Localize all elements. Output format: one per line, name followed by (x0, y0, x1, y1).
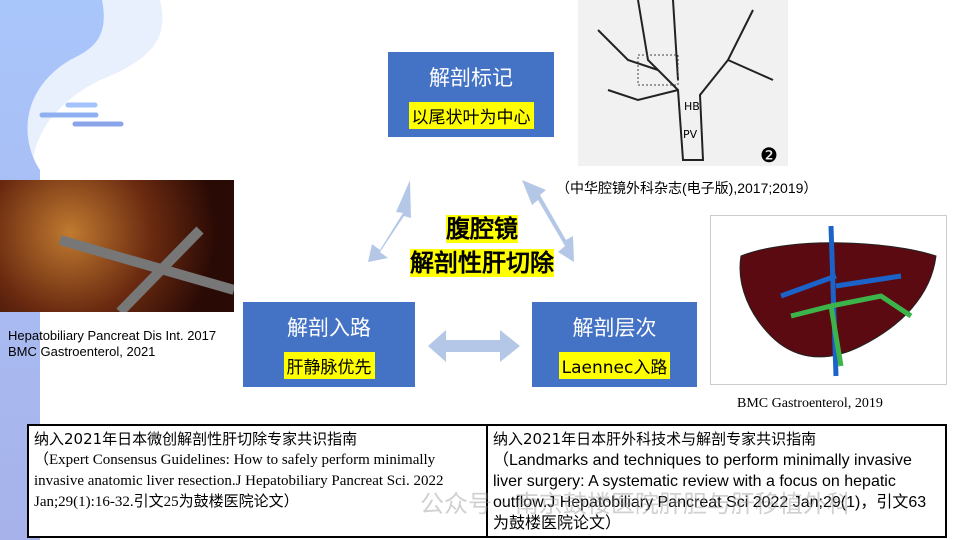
cell-heading: 纳入2021年日本微创解剖性肝切除专家共识指南 (34, 430, 358, 448)
center-line-1: 腹腔镜 (446, 215, 518, 243)
logo-icon (39, 102, 124, 127)
label-pv: PV (683, 128, 698, 141)
table-cell-left: 纳入2021年日本微创解剖性肝切除专家共识指南 （Expert Consensu… (29, 426, 486, 536)
box-anatomical-approach: 解剖入路 肝静脉优先 (243, 302, 415, 387)
cell-body: （Expert Consensus Guidelines: How to saf… (34, 452, 444, 510)
box-anatomical-landmark: 解剖标记 以尾状叶为中心 (388, 52, 554, 137)
table-cell-right: 纳入2021年日本肝外科技术与解剖专家共识指南 （Landmarks and t… (486, 426, 945, 536)
surgical-photo (0, 180, 236, 316)
box-title: 解剖入路 (287, 316, 371, 340)
cell-body: （Landmarks and techniques to perform min… (493, 452, 927, 532)
watermark: 公众号 · 南京鼓楼医院肝胆与肝移植外科 (420, 490, 851, 518)
box-anatomical-layer: 解剖层次 Laennec入路 (532, 302, 697, 387)
center-line-2: 解剖性肝切除 (410, 249, 554, 277)
caption-right: BMC Gastroenterol, 2019 (737, 396, 883, 411)
box-title: 解剖层次 (572, 316, 657, 340)
guidelines-table: 纳入2021年日本微创解剖性肝切除专家共识指南 （Expert Consensu… (27, 424, 947, 538)
cycle-arrows (368, 180, 574, 362)
center-title: 腹腔镜 解剖性肝切除 (392, 212, 572, 280)
caption-top-right: （中华腔镜外科杂志(电子版),2017;2019） (556, 180, 818, 196)
caption-left-1: Hepatobiliary Pancreat Dis Int. 2017 (8, 328, 217, 343)
vessel-diagram-image: HB PV ❷ (578, 0, 788, 167)
box-highlight: 以尾状叶为中心 (408, 102, 534, 129)
figure-number: ❷ (760, 143, 778, 166)
cell-heading: 纳入2021年日本肝外科技术与解剖专家共识指南 (493, 430, 817, 448)
box-highlight: Laennec入路 (558, 352, 671, 379)
caption-left-2: BMC Gastroenterol, 2021 (8, 344, 156, 359)
label-hb: HB (684, 100, 700, 113)
box-title: 解剖标记 (429, 66, 513, 90)
liver-diagram-image (710, 215, 947, 385)
box-highlight: 肝静脉优先 (283, 352, 375, 379)
